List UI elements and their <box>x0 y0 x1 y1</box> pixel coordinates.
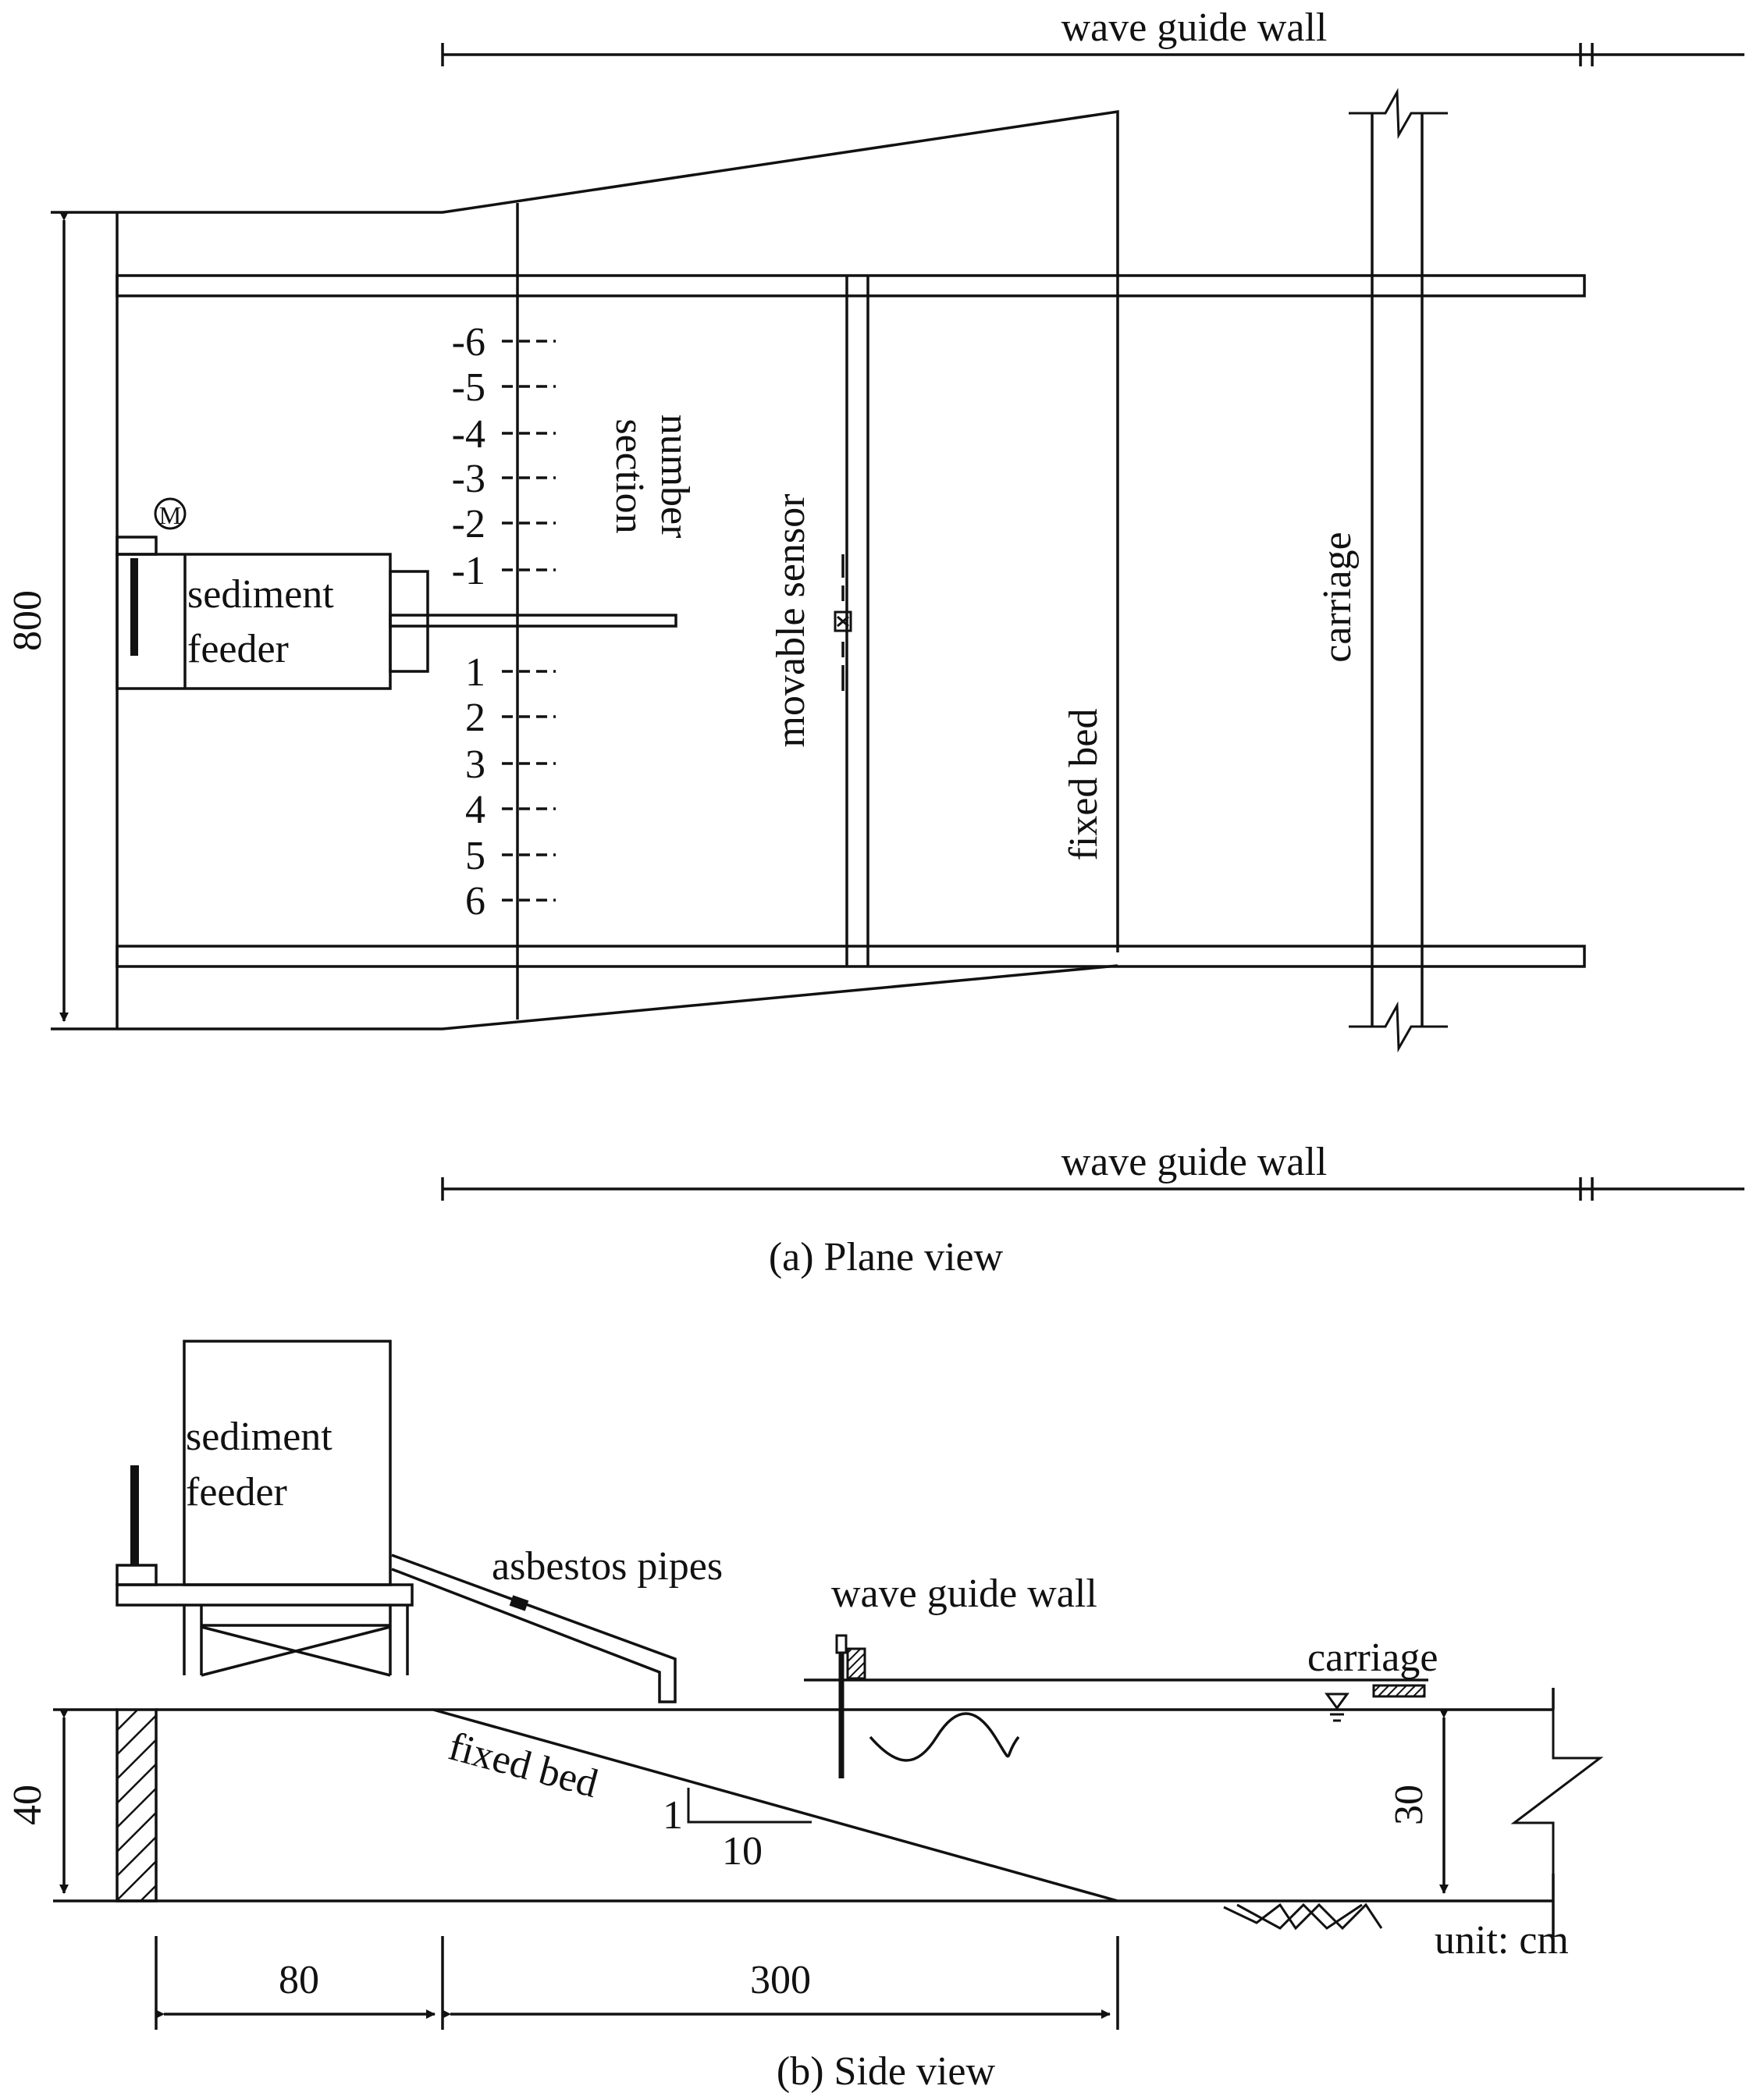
section-number-label: -3 <box>452 457 485 501</box>
carriage-side-label: carriage <box>1307 1636 1438 1680</box>
section-number-label: -1 <box>452 549 485 593</box>
dimension-80-label: 80 <box>279 1958 319 2002</box>
slope-indicator: 1 10 <box>663 1788 812 1874</box>
wave-icon <box>869 1712 1020 1762</box>
sediment-feeder-side-line1: sediment <box>186 1415 332 1459</box>
section-number-label: -6 <box>452 320 485 365</box>
section-number-label: 1 <box>465 650 485 695</box>
asbestos-pipes: asbestos pipes <box>391 1544 723 1703</box>
dimension-30-label: 30 <box>1387 1785 1431 1825</box>
movable-sensor-label: movable sensor <box>769 494 813 748</box>
motor-label: M <box>159 501 181 529</box>
sediment-feeder-side: sediment feeder <box>116 1340 414 1677</box>
carriage-rails <box>1349 87 1448 1053</box>
dimension-80-300: 80 300 <box>155 1936 1119 2030</box>
section-number-title-line2: number <box>652 415 697 539</box>
flume-bed-profile <box>53 1688 1604 1936</box>
section-number-label: 2 <box>465 696 485 740</box>
seabed-hatch <box>1223 1902 1383 1931</box>
fixed-bed-side-label: fixed bed <box>444 1724 603 1807</box>
section-number-label: -5 <box>452 365 485 410</box>
sensor-icon <box>834 610 852 632</box>
plane-view-caption: (a) Plane view <box>769 1235 1004 1280</box>
sediment-feeder-plan: M sediment feeder <box>116 497 677 690</box>
carriage-plan-label: carriage <box>1315 532 1360 662</box>
section-ticks <box>502 340 556 902</box>
section-number-label: 6 <box>465 879 485 924</box>
dimension-800-label: 800 <box>5 590 50 651</box>
side-view-caption: (b) Side view <box>777 2049 996 2094</box>
wave-guide-wall-top: wave guide wall <box>441 5 1744 66</box>
carriage-side: carriage <box>1307 1636 1438 1698</box>
fixed-bed-plan-label: fixed bed <box>1061 709 1106 861</box>
wave-guide-wall-bottom-label: wave guide wall <box>1061 1140 1328 1184</box>
section-number-label: -4 <box>452 412 485 457</box>
dimension-30: 30 <box>1387 1709 1449 1894</box>
wave-guide-wall-top-label: wave guide wall <box>1061 5 1328 50</box>
section-number-title-line1: section <box>607 418 652 533</box>
sediment-feeder-plan-line1: sediment <box>187 572 334 617</box>
end-wall <box>116 1708 158 1902</box>
dimension-40-label: 40 <box>5 1785 50 1825</box>
asbestos-pipes-label: asbestos pipes <box>492 1544 723 1589</box>
section-number-label: 5 <box>465 834 485 878</box>
flume-outline <box>116 109 1586 1030</box>
motor-icon <box>154 497 187 530</box>
dimension-40: 40 <box>5 1708 117 1894</box>
wave-guide-wall-side-label: wave guide wall <box>831 1571 1097 1616</box>
dimension-300-label: 300 <box>750 1958 811 2002</box>
movable-sensor: movable sensor <box>769 494 852 748</box>
sediment-feeder-plan-line2: feeder <box>187 627 289 671</box>
wave-guide-wall-bottom: wave guide wall <box>441 1140 1744 1201</box>
wave-guide-wall-side: wave guide wall <box>804 1571 1428 1778</box>
unit-label: unit: cm <box>1435 1918 1569 1963</box>
water-level-icon <box>1325 1692 1349 1722</box>
sediment-feeder-side-line2: feeder <box>186 1470 287 1514</box>
section-number-label: 4 <box>465 788 485 832</box>
side-view: sediment feeder asbestos pipes <box>5 1340 1604 2094</box>
plane-view: wave guide wall <box>5 5 1744 1280</box>
seabed-hatch-2 <box>1236 1902 1363 1930</box>
section-number-title: section number <box>607 415 697 539</box>
section-numbers: -6 -5 -4 -3 -2 -1 1 2 3 4 5 6 <box>452 320 485 924</box>
section-number-label: -2 <box>452 502 485 546</box>
slope-rise-label: 1 <box>663 1793 683 1838</box>
dimension-800: 800 <box>5 211 117 1030</box>
slope-run-label: 10 <box>722 1829 763 1874</box>
section-number-label: 3 <box>465 742 485 787</box>
